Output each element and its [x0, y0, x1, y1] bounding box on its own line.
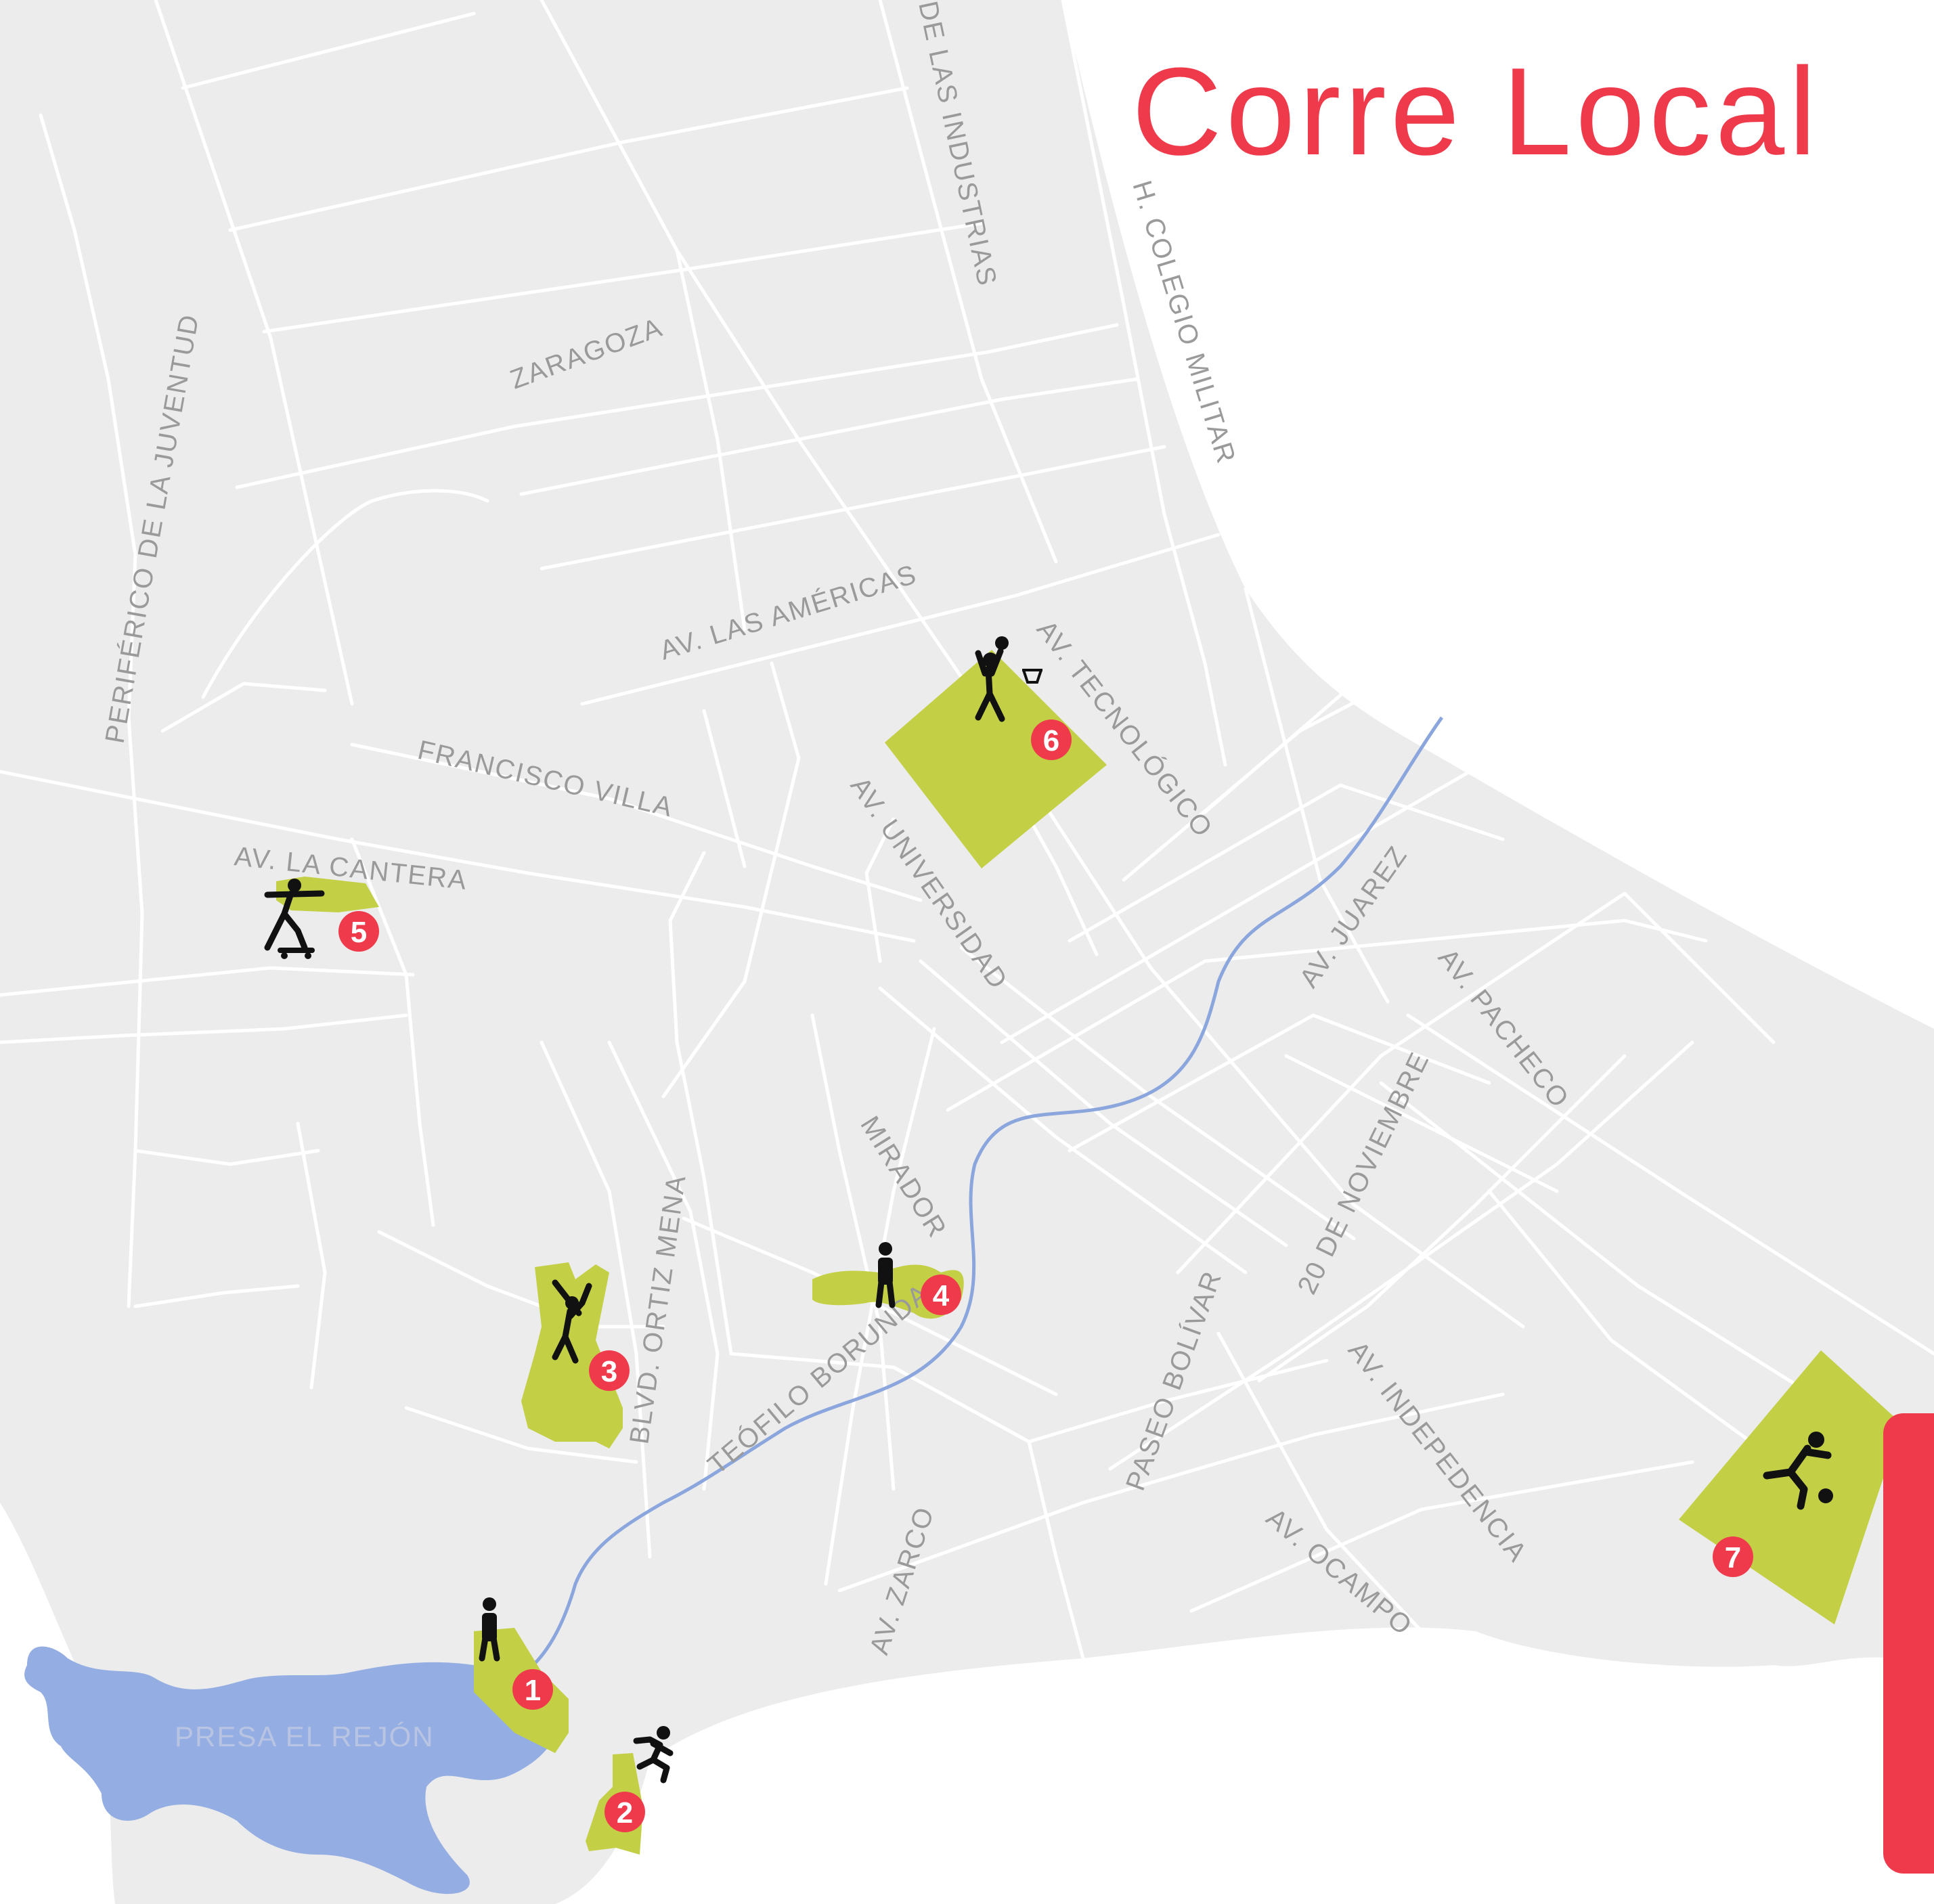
walking-icon [875, 1242, 896, 1308]
walking-icon [479, 1597, 500, 1662]
marker-number: 1 [525, 1674, 541, 1707]
lake-label: PRESA EL REJÓN [175, 1721, 435, 1752]
marker-number: 3 [601, 1355, 617, 1388]
marker-number: 4 [933, 1279, 950, 1312]
marker-number: 6 [1043, 724, 1059, 757]
marker-1[interactable]: 1 [512, 1669, 553, 1710]
park-5 [276, 877, 379, 912]
marker-7[interactable]: 7 [1713, 1536, 1753, 1577]
marker-number: 5 [351, 916, 367, 949]
map-title: Corre Local [1132, 41, 1821, 181]
side-panel-tab[interactable] [1883, 1413, 1934, 1874]
river [513, 716, 1444, 1681]
park-6 [885, 650, 1107, 868]
marker-2[interactable]: 2 [605, 1792, 645, 1832]
marker-5[interactable]: 5 [338, 911, 379, 952]
soccer-icon [1763, 1432, 1833, 1510]
running-icon [633, 1726, 674, 1784]
golf-icon [552, 1279, 592, 1364]
marker-3[interactable]: 3 [589, 1350, 630, 1391]
marker-4[interactable]: 4 [921, 1275, 961, 1315]
marker-number: 7 [1725, 1541, 1741, 1574]
marker-6[interactable]: 6 [1031, 719, 1072, 760]
skateboard-icon [264, 879, 325, 959]
road-network [0, 0, 1934, 1658]
marker-number: 2 [617, 1796, 633, 1830]
basketball-icon [975, 636, 1042, 722]
lake-presa-el-rejon [24, 1646, 562, 1895]
